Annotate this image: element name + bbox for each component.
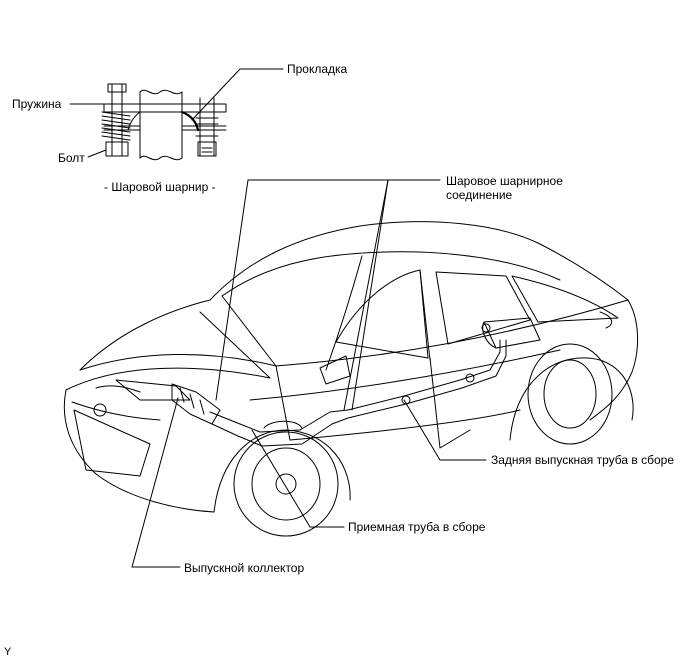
car-illustration xyxy=(63,221,639,537)
ball-joint-connection-label-line2: соединение xyxy=(446,188,513,202)
front-pipe-label: Приемная труба в сборе xyxy=(348,520,486,534)
exhaust-system-illustration xyxy=(171,317,541,447)
leader-lines xyxy=(131,179,487,568)
ball-joint-connection-label: Шаровое шарнирное xyxy=(446,174,563,188)
bolt-label: Болт xyxy=(58,151,85,165)
gasket-label: Прокладка xyxy=(287,62,348,76)
figure-code: Y xyxy=(4,646,12,658)
gasket-leader xyxy=(191,68,284,121)
exhaust-manifold-label: Выпускной коллектор xyxy=(184,561,305,575)
bolt-leader xyxy=(87,149,107,158)
spring-label: Пружина xyxy=(12,97,62,111)
ball-joint-detail-illustration xyxy=(69,68,284,161)
ball-joint-detail-title: - Шаровой шарнир - xyxy=(104,180,216,194)
tail-pipe-label: Задняя выпускная труба в сборе xyxy=(491,453,675,467)
